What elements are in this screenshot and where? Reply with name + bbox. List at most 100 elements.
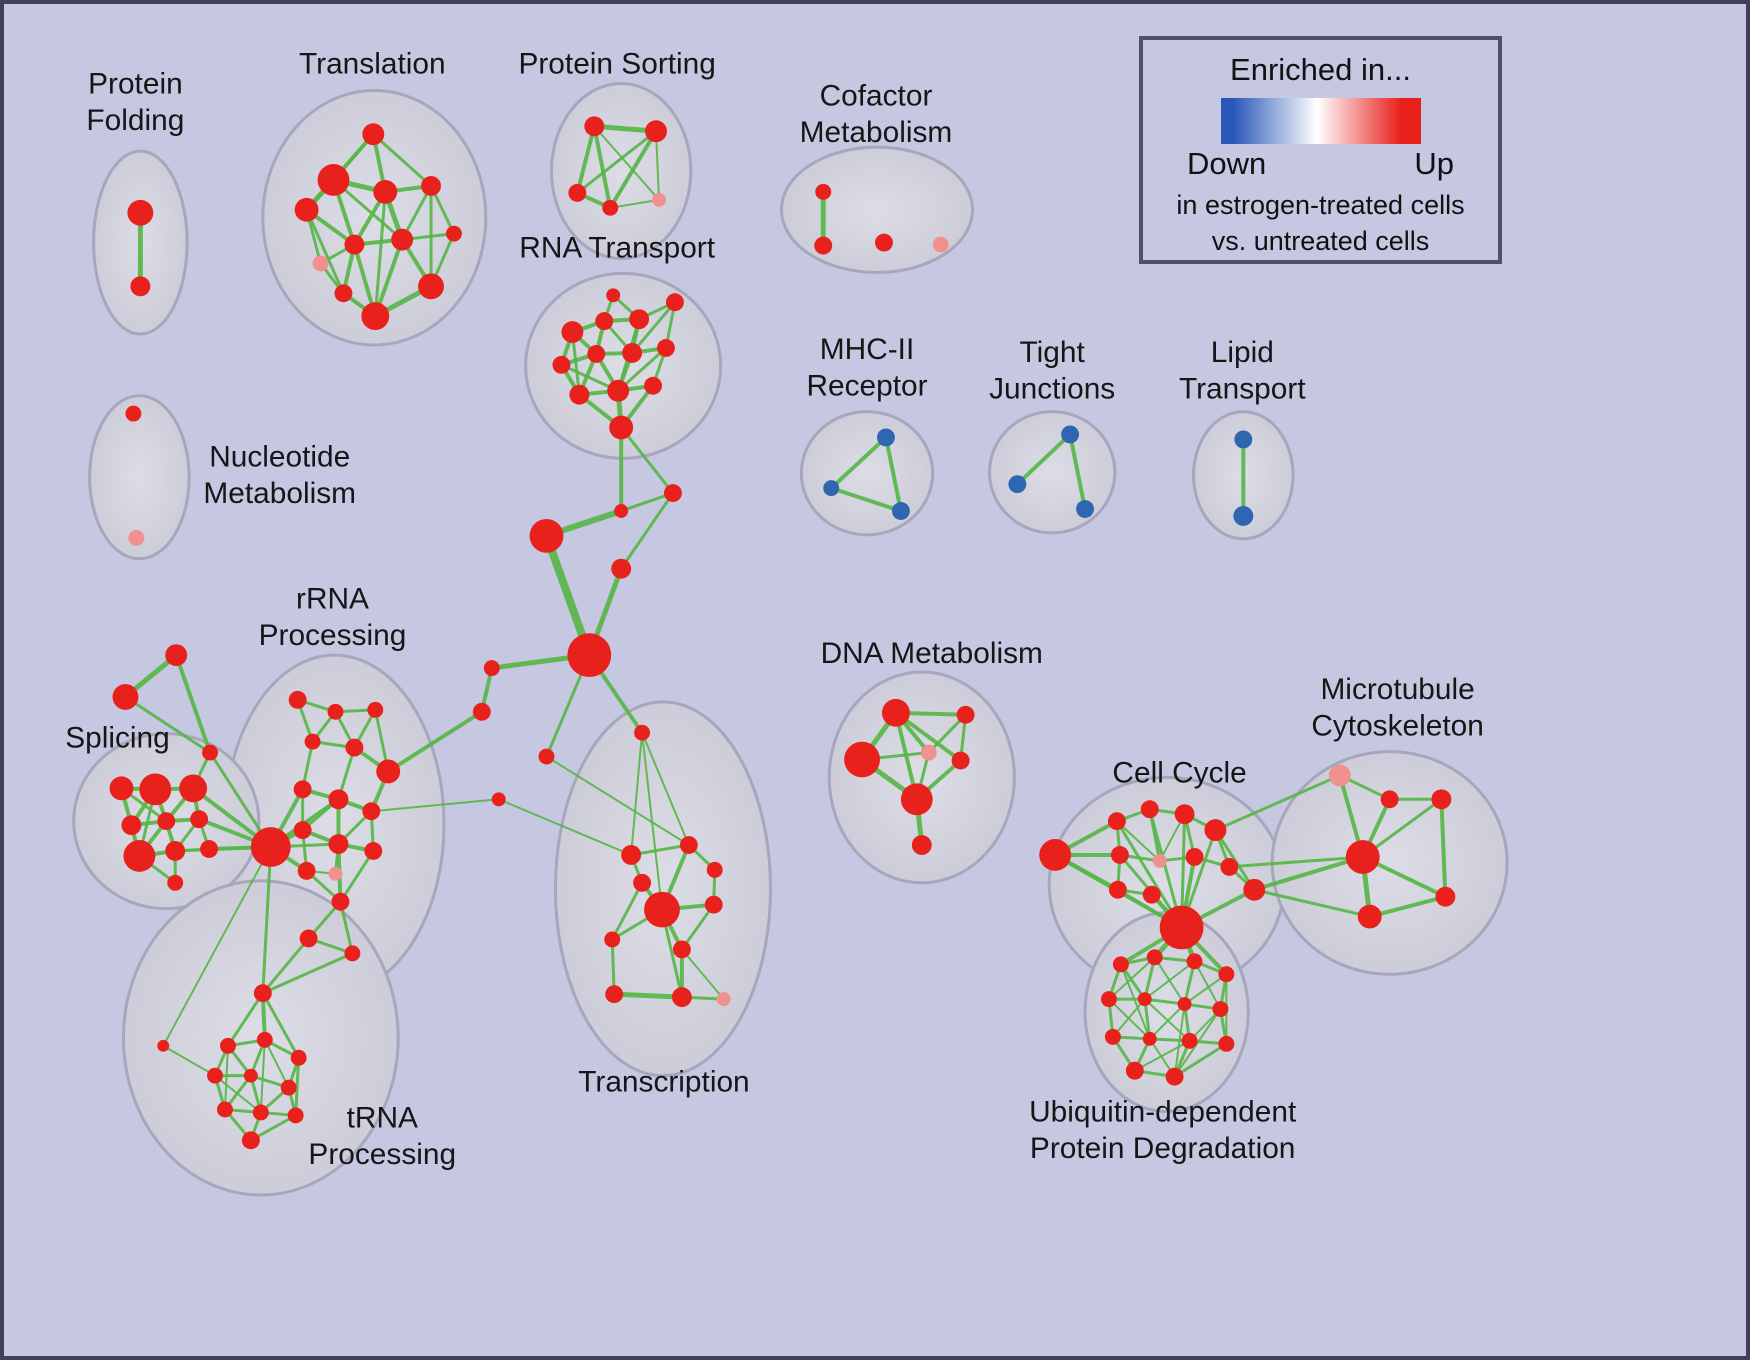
node-rr10 bbox=[293, 821, 312, 840]
node-rt10 bbox=[569, 384, 590, 405]
node-tc1 bbox=[634, 724, 651, 741]
node-mc1 bbox=[1328, 764, 1351, 787]
edge-tj1-tj2 bbox=[1015, 433, 1072, 486]
node-tr7 bbox=[217, 1101, 233, 1118]
node-cf1 bbox=[815, 183, 832, 200]
node-rr8 bbox=[328, 789, 349, 810]
node-u8 bbox=[1212, 1001, 1229, 1018]
node-rr13 bbox=[297, 861, 316, 880]
edge-u6-u11 bbox=[1144, 998, 1191, 1042]
node-cf2 bbox=[814, 236, 833, 255]
edge-u5-u10 bbox=[1108, 998, 1151, 1040]
cluster-transcription bbox=[553, 700, 772, 1078]
node-rr14 bbox=[331, 892, 350, 911]
legend: Enriched in... Down Up in estrogen-treat… bbox=[1139, 36, 1502, 264]
node-cc3 bbox=[1140, 800, 1159, 819]
node-tr8 bbox=[252, 1104, 269, 1121]
edge-tc10-tc11 bbox=[614, 991, 682, 1000]
edge-ng1-tc3 bbox=[545, 755, 690, 846]
node-tn0 bbox=[253, 984, 272, 1003]
node-sp6 bbox=[190, 810, 209, 829]
edge-cc12-mc4 bbox=[1253, 855, 1364, 892]
node-u6 bbox=[1137, 992, 1152, 1007]
node-rr9 bbox=[362, 802, 381, 821]
node-u11 bbox=[1181, 1032, 1198, 1049]
cluster-microtubule-cytoskeleton bbox=[1270, 750, 1509, 976]
node-u5 bbox=[1100, 991, 1117, 1008]
edge-ps4-ps5 bbox=[610, 198, 660, 209]
edge-u3-u6 bbox=[1144, 960, 1196, 1000]
node-rt6 bbox=[552, 355, 571, 374]
node-cc11 bbox=[1142, 885, 1161, 904]
node-lp1 bbox=[1234, 430, 1253, 449]
edge-tnl-tr4 bbox=[162, 1044, 216, 1077]
node-d1 bbox=[881, 698, 910, 727]
node-tj1 bbox=[1061, 425, 1080, 444]
node-ps4 bbox=[602, 199, 619, 216]
edge-tc8-tc10 bbox=[610, 939, 616, 995]
node-st1 bbox=[165, 644, 188, 667]
node-tl5 bbox=[421, 175, 441, 196]
node-ps3 bbox=[568, 183, 587, 202]
node-m1 bbox=[876, 428, 895, 447]
cluster-label-protein-sorting: Protein Sorting bbox=[518, 48, 715, 81]
node-rr3 bbox=[367, 701, 384, 718]
node-u3 bbox=[1186, 953, 1203, 970]
node-sp1 bbox=[109, 776, 134, 801]
node-tr4 bbox=[207, 1067, 223, 1084]
node-ps1 bbox=[584, 116, 605, 137]
edge-m2-m3 bbox=[830, 486, 902, 513]
node-tj2 bbox=[1008, 475, 1027, 494]
cluster-tight-junctions bbox=[987, 410, 1117, 535]
legend-gradient-bar bbox=[1220, 98, 1421, 144]
node-nm2 bbox=[128, 529, 145, 546]
node-tr5 bbox=[243, 1068, 258, 1083]
legend-subtitle: in estrogen-treated cells vs. untreated … bbox=[1143, 188, 1498, 259]
edge-st1-st3 bbox=[174, 654, 212, 754]
edge-tc5-tc8 bbox=[610, 882, 644, 941]
node-na bbox=[663, 484, 682, 503]
node-tc10 bbox=[605, 985, 624, 1004]
node-nf bbox=[472, 702, 491, 721]
node-tl12 bbox=[445, 225, 462, 242]
edge-rhub-tn0 bbox=[261, 846, 273, 994]
edge-tr3-tr9 bbox=[294, 1057, 301, 1116]
node-tj3 bbox=[1076, 500, 1094, 518]
node-tr2 bbox=[256, 1031, 273, 1048]
edge-tr2-tr8 bbox=[259, 1039, 266, 1113]
node-rhub bbox=[250, 827, 291, 867]
edge-na-nd bbox=[619, 492, 675, 570]
node-rr11 bbox=[328, 834, 349, 854]
edge-tn0-tr3 bbox=[261, 992, 300, 1059]
node-ng1 bbox=[538, 748, 555, 765]
node-sp2 bbox=[139, 773, 172, 806]
node-d4 bbox=[920, 744, 937, 761]
cluster-cofactor-metabolism bbox=[779, 145, 975, 274]
node-rr15 bbox=[299, 929, 318, 948]
node-lp2 bbox=[1233, 506, 1254, 526]
node-d2 bbox=[956, 705, 975, 724]
node-tc11 bbox=[671, 987, 692, 1008]
node-tc5 bbox=[633, 873, 652, 892]
node-tr9 bbox=[287, 1107, 304, 1124]
legend-down-up-row: Down Up bbox=[1143, 146, 1498, 182]
node-tr10 bbox=[241, 1131, 260, 1150]
edge-tl1-tl5 bbox=[372, 133, 433, 188]
node-u12 bbox=[1218, 1035, 1235, 1052]
legend-subtitle-line2: vs. untreated cells bbox=[1211, 225, 1430, 256]
node-tl7 bbox=[391, 228, 414, 251]
node-rr16 bbox=[344, 945, 361, 962]
edge-ps2-ps3 bbox=[576, 130, 657, 195]
node-cc4 bbox=[1174, 804, 1195, 825]
node-rr4 bbox=[304, 733, 321, 750]
node-tl11 bbox=[418, 273, 444, 300]
edge-tc9-tc12 bbox=[681, 948, 725, 1000]
node-rt12 bbox=[644, 376, 662, 395]
